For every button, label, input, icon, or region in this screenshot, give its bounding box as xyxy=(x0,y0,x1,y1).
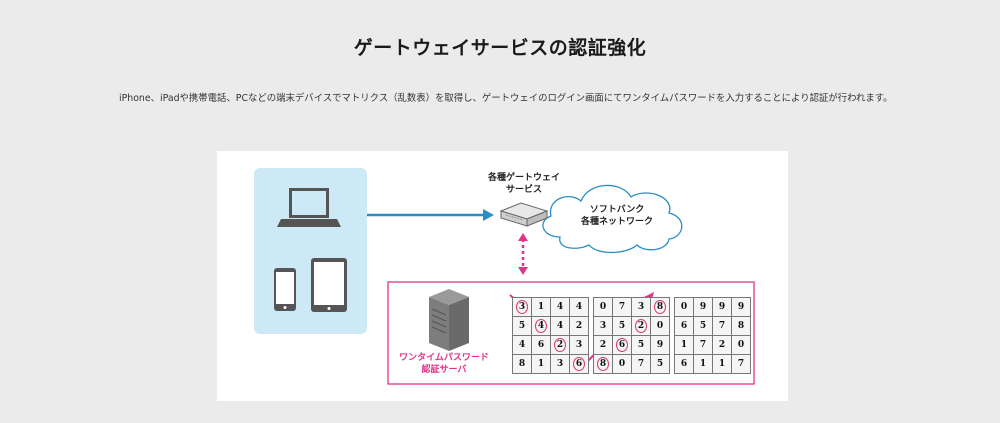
matrix-cell: 8 xyxy=(732,317,750,335)
matrix-cell: 6 xyxy=(570,355,588,373)
matrix-cell: 6 xyxy=(675,355,693,373)
cloud-icon xyxy=(542,184,683,254)
matrix-cell: 4 xyxy=(532,317,550,335)
matrix-cell: 0 xyxy=(732,336,750,354)
matrix-cell: 2 xyxy=(551,336,569,354)
network-label-line1: ソフトバンク xyxy=(589,205,645,215)
matrix-cell: 9 xyxy=(732,298,750,316)
network-label: ソフトバンク 各種ネットワーク xyxy=(567,204,667,228)
page-description: iPhone、iPadや携帯電話、PCなどの端末デバイスでマトリクス（乱数表）を… xyxy=(119,93,893,104)
arrow-gateway-server xyxy=(518,233,528,275)
matrix-cell: 7 xyxy=(632,355,650,373)
matrix-cell: 9 xyxy=(694,298,712,316)
page-title: ゲートウェイサービスの認証強化 xyxy=(353,37,647,59)
server-label-line1: ワンタイムパスワード xyxy=(399,353,489,363)
matrix-cell: 6 xyxy=(675,317,693,335)
diagram-panel: 各種ゲートウェイ サービス ソフトバンク 各種ネットワーク ワンタイムパスワード… xyxy=(217,151,788,401)
gateway-label: 各種ゲートウェイ サービス xyxy=(479,172,569,196)
matrix-cell: 1 xyxy=(713,355,731,373)
matrix-cell: 8 xyxy=(513,355,531,373)
matrix-cell: 0 xyxy=(675,298,693,316)
matrix-cell: 1 xyxy=(675,336,693,354)
matrix-cell: 9 xyxy=(713,298,731,316)
matrix-cell: 5 xyxy=(694,317,712,335)
laptop-icon xyxy=(277,188,341,227)
matrix-cell: 7 xyxy=(613,298,631,316)
matrix-cell: 3 xyxy=(570,336,588,354)
matrix-cell: 4 xyxy=(570,298,588,316)
matrix-cell: 4 xyxy=(551,317,569,335)
matrix-cell: 5 xyxy=(613,317,631,335)
phone-icon xyxy=(274,268,296,311)
matrix-cell: 0 xyxy=(594,298,612,316)
matrix-cell: 1 xyxy=(532,355,550,373)
gateway-label-line1: 各種ゲートウェイ xyxy=(487,173,560,183)
network-label-line2: 各種ネットワーク xyxy=(580,217,653,227)
matrix-cell: 2 xyxy=(594,336,612,354)
matrix-cell: 7 xyxy=(713,317,731,335)
matrix-cell: 7 xyxy=(694,336,712,354)
tablet-icon xyxy=(311,258,347,312)
matrix-cell: 4 xyxy=(551,298,569,316)
matrix-cell: 6 xyxy=(613,336,631,354)
matrix-cell: 3 xyxy=(551,355,569,373)
matrix-cell: 2 xyxy=(632,317,650,335)
server-label: ワンタイムパスワード 認証サーバ xyxy=(394,352,494,376)
matrix-cell: 3 xyxy=(513,298,531,316)
matrix-cell: 5 xyxy=(513,317,531,335)
matrix-cell: 2 xyxy=(570,317,588,335)
matrix-cell: 3 xyxy=(632,298,650,316)
matrix-cell: 5 xyxy=(651,355,669,373)
matrix-cell: 5 xyxy=(632,336,650,354)
matrix-cell: 0 xyxy=(613,355,631,373)
router-icon xyxy=(499,202,549,227)
matrix-cell: 9 xyxy=(651,336,669,354)
matrix-cell: 3 xyxy=(594,317,612,335)
gateway-label-line2: サービス xyxy=(505,185,542,195)
matrix-cell: 2 xyxy=(713,336,731,354)
server-label-line2: 認証サーバ xyxy=(421,365,467,375)
matrix-cell: 0 xyxy=(651,317,669,335)
matrix-cell: 1 xyxy=(694,355,712,373)
arrow-to-gateway xyxy=(367,209,494,221)
matrix-cell: 6 xyxy=(532,336,550,354)
matrix-cell: 8 xyxy=(594,355,612,373)
matrix-cell: 1 xyxy=(532,298,550,316)
matrix-cell: 7 xyxy=(732,355,750,373)
matrix-cell: 8 xyxy=(651,298,669,316)
matrix-cell: 4 xyxy=(513,336,531,354)
server-icon xyxy=(429,289,469,351)
